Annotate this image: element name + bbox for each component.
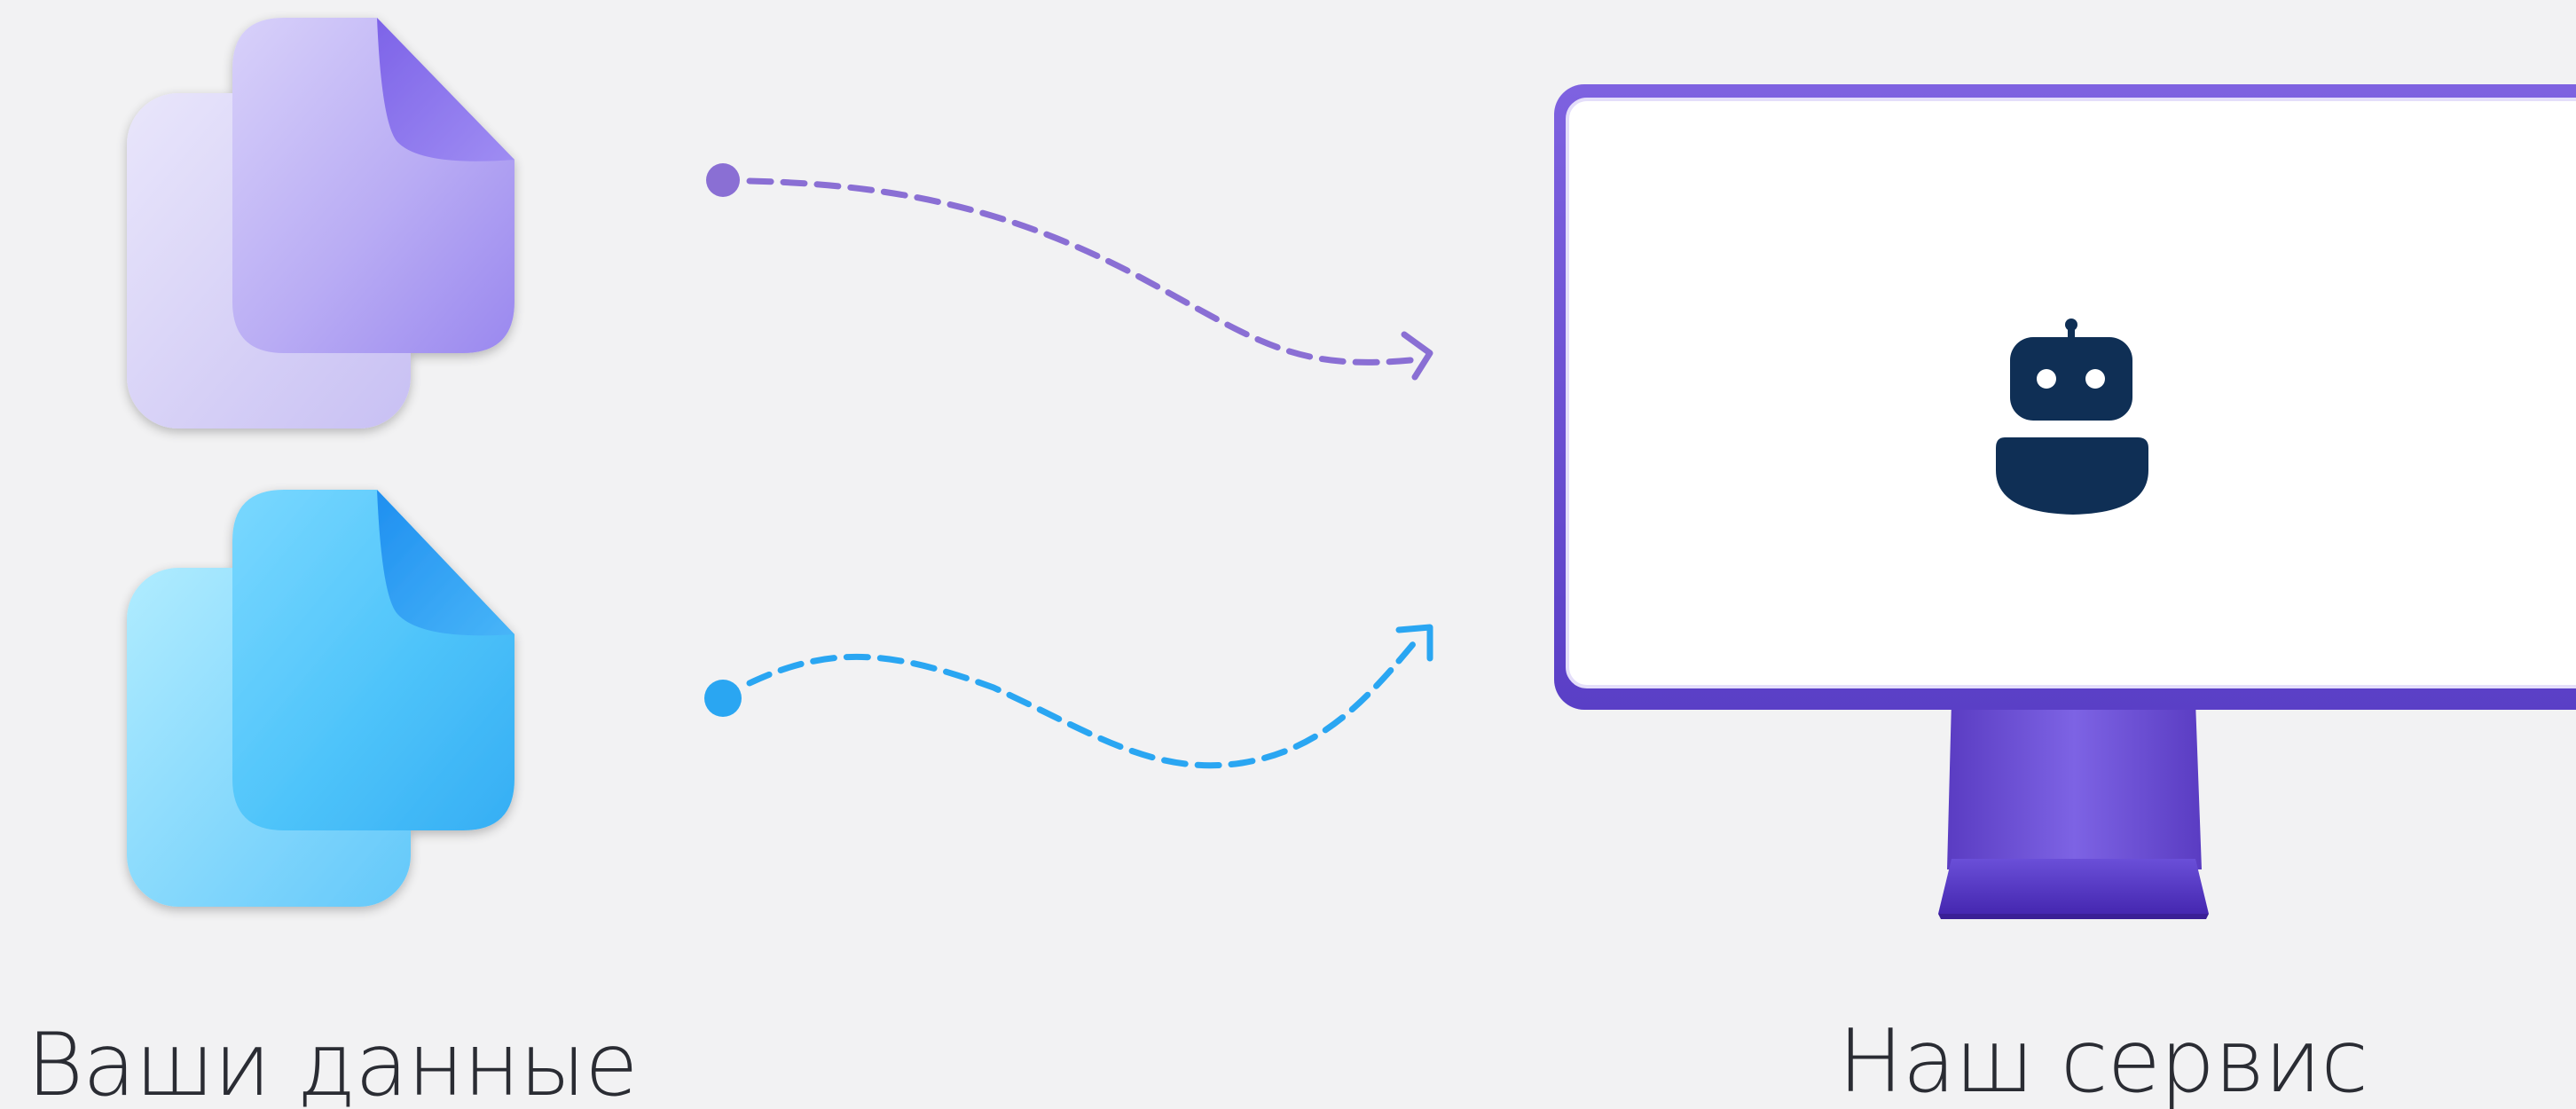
top-arrow xyxy=(706,163,1430,377)
top-documents-icon xyxy=(127,18,514,429)
your-data-label: Ваши данные xyxy=(27,1022,638,1109)
our-service-label: Наш сервис xyxy=(1838,1019,2368,1105)
bottom-documents-icon xyxy=(127,490,514,907)
bottom-arrow xyxy=(704,627,1430,766)
